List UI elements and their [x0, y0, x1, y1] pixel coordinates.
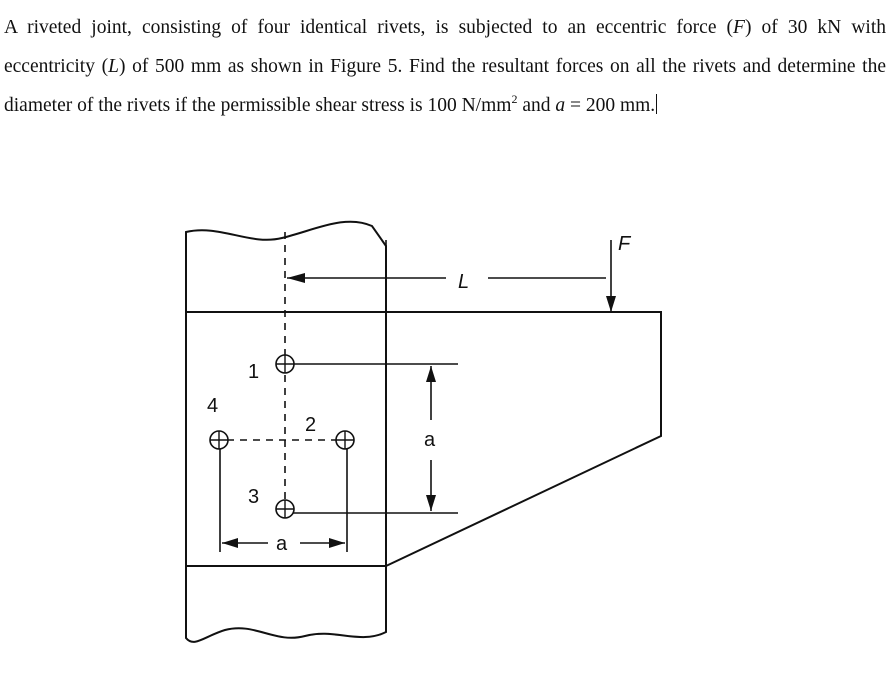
force-symbol: F [733, 17, 745, 38]
bracket-plate [186, 311, 662, 567]
eccentricity-symbol: L [108, 56, 119, 77]
problem-text-3: ) of 500 mm as shown in Figure 5. Find t… [4, 56, 886, 116]
rivet-label-3: 3 [248, 486, 259, 508]
rivet-label-1: 1 [248, 361, 259, 383]
vertical-dimension-label: a [424, 429, 436, 451]
horizontal-dimension-label: a [276, 533, 288, 555]
problem-text-1: A riveted joint, consisting of four iden… [4, 17, 734, 38]
force-label: F [618, 233, 632, 255]
problem-text-2: ) of 30 kN with eccentricity ( [4, 17, 886, 77]
text-cursor [656, 94, 658, 114]
problem-statement: A riveted joint, consisting of four iden… [4, 8, 886, 125]
problem-text-5: = 200 mm. [565, 95, 656, 116]
vertical-arrow-up [426, 366, 436, 382]
horizontal-arrow-left [222, 538, 238, 548]
a-symbol: a [555, 95, 566, 116]
rivet-label-2: 2 [305, 414, 316, 436]
horizontal-arrow-right [329, 538, 345, 548]
column-outline [185, 220, 387, 643]
length-label: L [458, 271, 469, 293]
force-arrow-head [606, 296, 616, 312]
rivet-label-4: 4 [207, 395, 218, 417]
vertical-arrow-down [426, 495, 436, 511]
length-arrow-left [287, 273, 305, 283]
unit-exponent: 2 [511, 92, 518, 106]
problem-text-4: and [517, 95, 556, 116]
